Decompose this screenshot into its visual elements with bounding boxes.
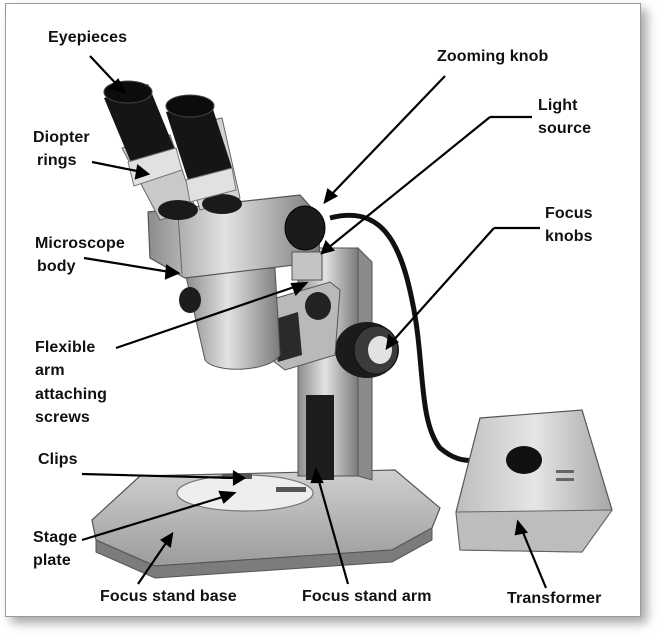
- light-cable: [329, 212, 481, 463]
- zooming-knob-shape: [284, 205, 326, 251]
- label-focus-knobs-2: knobs: [545, 228, 593, 245]
- focus-knob-shape: [335, 322, 399, 378]
- eyepieces-shape: [103, 80, 242, 221]
- label-clips: Clips: [38, 451, 78, 468]
- label-stage-plate-2: plate: [33, 552, 71, 569]
- label-light-source-2: source: [538, 120, 592, 137]
- leader-lines: [81, 55, 548, 589]
- label-flexible-arm-3: attaching: [35, 386, 108, 403]
- clip-shape: [276, 487, 306, 492]
- label-flexible-arm-4: screws: [35, 409, 90, 426]
- label-light-source-1: Light: [538, 97, 578, 114]
- label-microscope-body-2: body: [37, 258, 76, 275]
- label-stage-plate-1: Stage: [33, 529, 78, 546]
- label-focus-knobs-1: Focus: [545, 205, 593, 222]
- label-microscope-body-1: Microscope: [35, 235, 125, 252]
- light-source-shape: [291, 251, 323, 281]
- label-diopter-rings-1: Diopter: [33, 129, 90, 146]
- flexible-arm-shape: [269, 281, 341, 371]
- label-diopter-rings-2: rings: [37, 152, 77, 169]
- transformer-shape: [455, 409, 613, 553]
- label-focus-stand-base: Focus stand base: [100, 588, 237, 605]
- label-eyepieces: Eyepieces: [48, 29, 128, 46]
- label-zooming-knob: Zooming knob: [437, 48, 549, 65]
- label-flexible-arm-1: Flexible: [35, 339, 96, 356]
- label-flexible-arm-2: arm: [35, 362, 65, 379]
- label-transformer: Transformer: [507, 590, 602, 607]
- label-focus-stand-arm: Focus stand arm: [302, 588, 432, 605]
